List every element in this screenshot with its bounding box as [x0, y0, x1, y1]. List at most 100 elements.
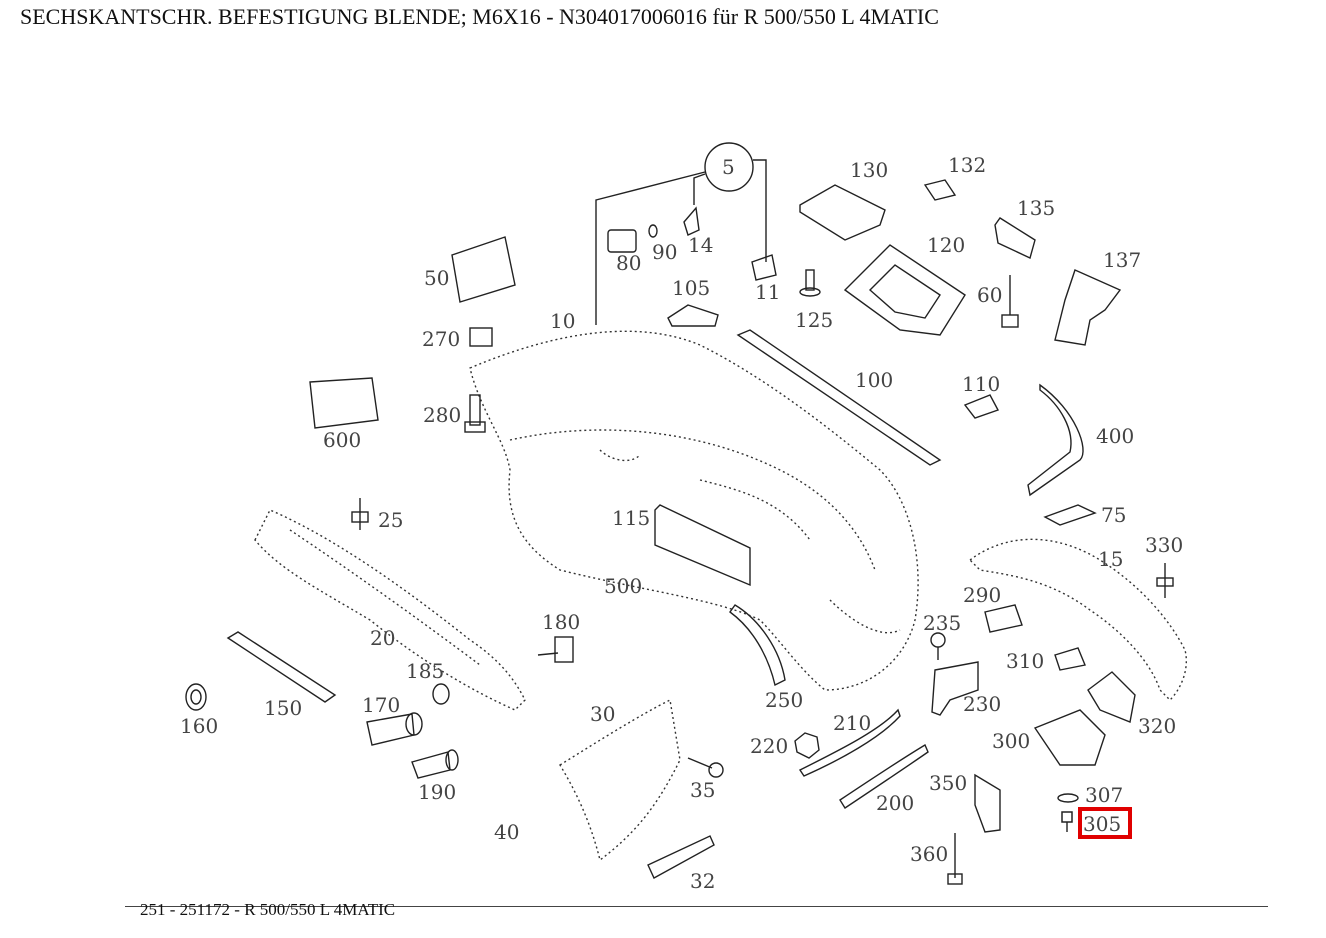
label-290[interactable]: 290: [963, 583, 1001, 607]
label-320[interactable]: 320: [1138, 714, 1176, 738]
label-5[interactable]: 5: [722, 155, 735, 179]
label-305[interactable]: 305: [1083, 812, 1121, 836]
part-220: [794, 732, 820, 759]
label-20[interactable]: 20: [370, 626, 395, 650]
part-235: [930, 632, 946, 660]
label-137[interactable]: 137: [1103, 248, 1141, 272]
label-50[interactable]: 50: [424, 266, 449, 290]
label-40[interactable]: 40: [494, 820, 519, 844]
part-310: [1054, 647, 1086, 671]
part-60: [1001, 275, 1019, 328]
part-160: [185, 683, 207, 711]
label-130[interactable]: 130: [850, 158, 888, 182]
label-200[interactable]: 200: [876, 791, 914, 815]
part-50: [451, 236, 516, 303]
label-30[interactable]: 30: [590, 702, 615, 726]
label-160[interactable]: 160: [180, 714, 218, 738]
part-32: [647, 835, 715, 879]
part-400: [1027, 383, 1084, 497]
label-235[interactable]: 235: [923, 611, 961, 635]
part-14: [683, 206, 700, 236]
part-305: [1061, 811, 1073, 832]
part-170: [366, 712, 423, 746]
label-230[interactable]: 230: [963, 692, 1001, 716]
label-11[interactable]: 11: [755, 280, 780, 304]
part-270: [469, 327, 493, 347]
label-310[interactable]: 310: [1006, 649, 1044, 673]
label-15[interactable]: 15: [1098, 547, 1123, 571]
part-135: [994, 217, 1036, 259]
part-110: [963, 394, 1000, 419]
label-135[interactable]: 135: [1017, 196, 1055, 220]
part-330: [1156, 563, 1174, 598]
label-500[interactable]: 500: [604, 574, 642, 598]
label-600[interactable]: 600: [323, 428, 361, 452]
part-120: [843, 244, 966, 336]
part-15: [968, 538, 1187, 701]
label-115[interactable]: 115: [612, 506, 650, 530]
label-185[interactable]: 185: [406, 659, 444, 683]
label-80[interactable]: 80: [616, 251, 641, 275]
part-30: [559, 698, 681, 862]
label-210[interactable]: 210: [833, 711, 871, 735]
part-115: [654, 504, 751, 587]
label-75[interactable]: 75: [1101, 503, 1126, 527]
part-130: [799, 184, 886, 241]
label-100[interactable]: 100: [855, 368, 893, 392]
footer-divider: [125, 906, 1268, 907]
label-250[interactable]: 250: [765, 688, 803, 712]
label-170[interactable]: 170: [362, 693, 400, 717]
label-400[interactable]: 400: [1096, 424, 1134, 448]
part-180: [537, 636, 574, 663]
part-105: [667, 304, 719, 327]
part-80: [607, 229, 637, 253]
part-250: [729, 604, 786, 687]
label-360[interactable]: 360: [910, 842, 948, 866]
page-title: SECHSKANTSCHR. BEFESTIGUNG BLENDE; M6X16…: [20, 4, 939, 29]
label-270[interactable]: 270: [422, 327, 460, 351]
part-120-inner: [868, 264, 941, 319]
part-200: [839, 743, 929, 809]
label-10[interactable]: 10: [550, 309, 575, 333]
label-90[interactable]: 90: [652, 240, 677, 264]
label-330[interactable]: 330: [1145, 533, 1183, 557]
label-280[interactable]: 280: [423, 403, 461, 427]
part-132: [923, 179, 957, 201]
label-150[interactable]: 150: [264, 696, 302, 720]
part-185: [432, 683, 450, 705]
label-35[interactable]: 35: [690, 778, 715, 802]
label-307[interactable]: 307: [1085, 783, 1123, 807]
label-190[interactable]: 190: [418, 780, 456, 804]
label-180[interactable]: 180: [542, 610, 580, 634]
part-137: [1054, 269, 1122, 346]
group-5-bracket: [595, 142, 767, 325]
part-25: [351, 498, 369, 530]
label-132[interactable]: 132: [948, 153, 986, 177]
label-105[interactable]: 105: [672, 276, 710, 300]
label-300[interactable]: 300: [992, 729, 1030, 753]
highlight-box-305: [1078, 807, 1132, 839]
bumper-cover-10: [469, 330, 919, 691]
part-11: [751, 254, 777, 281]
label-125[interactable]: 125: [795, 308, 833, 332]
part-190: [411, 749, 459, 779]
label-14[interactable]: 14: [688, 233, 713, 257]
label-32[interactable]: 32: [690, 869, 715, 893]
label-350[interactable]: 350: [929, 771, 967, 795]
label-60[interactable]: 60: [977, 283, 1002, 307]
part-280: [464, 394, 486, 433]
label-110[interactable]: 110: [962, 372, 1000, 396]
part-150: [226, 631, 337, 703]
label-25[interactable]: 25: [378, 508, 403, 532]
footer-caption: 251 - 251172 - R 500/550 L 4MATIC: [140, 900, 396, 919]
part-300: [1033, 709, 1106, 766]
part-75: [1043, 504, 1097, 526]
part-230: [931, 661, 979, 716]
part-210: [798, 708, 901, 777]
part-35: [687, 757, 724, 778]
part-90: [648, 224, 658, 238]
label-220[interactable]: 220: [750, 734, 788, 758]
label-120[interactable]: 120: [927, 233, 965, 257]
part-290: [984, 604, 1023, 633]
